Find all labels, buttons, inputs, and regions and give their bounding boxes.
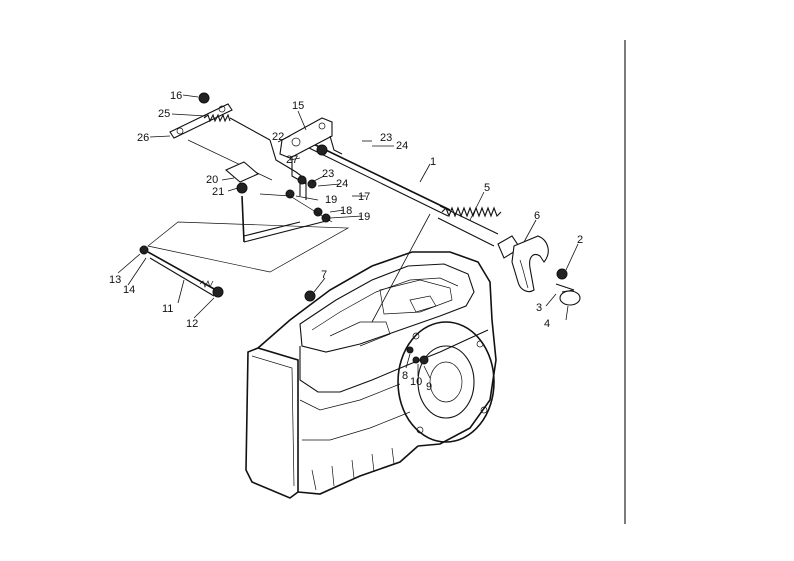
linkage-bracket — [269, 117, 343, 200]
callout-24b: 24 — [336, 178, 348, 190]
transmission-housing — [245, 251, 497, 499]
callout-23a: 23 — [380, 132, 392, 144]
lever-plate — [169, 92, 273, 181]
callout-25: 25 — [158, 108, 170, 120]
callout-19b: 19 — [358, 211, 370, 223]
callout-15: 15 — [292, 100, 304, 112]
callout-27: 27 — [286, 154, 298, 166]
callout-labels: 1 2 3 4 5 6 7 8 9 10 11 12 13 14 15 16 1… — [109, 90, 583, 393]
housing-small-parts — [304, 290, 429, 365]
callout-11: 11 — [162, 303, 173, 315]
shaft-panel — [147, 221, 350, 273]
callout-4: 4 — [544, 318, 550, 330]
callout-8: 8 — [402, 370, 408, 382]
callout-12: 12 — [186, 318, 198, 330]
shift-spring — [437, 205, 502, 247]
callout-26: 26 — [137, 132, 149, 144]
callout-17: 17 — [358, 191, 370, 203]
callout-3: 3 — [536, 302, 542, 314]
shift-shaft — [139, 245, 224, 298]
fork-pin-nut — [555, 268, 581, 306]
leader-lines — [117, 94, 579, 379]
callout-9: 9 — [426, 381, 432, 393]
callout-5: 5 — [484, 182, 490, 194]
callout-22: 22 — [272, 131, 284, 143]
callout-18: 18 — [340, 205, 352, 217]
pivot-arm — [224, 161, 333, 243]
callout-21: 21 — [212, 186, 224, 198]
callout-7: 7 — [321, 269, 327, 281]
callout-16: 16 — [170, 90, 182, 102]
callout-1: 1 — [430, 156, 436, 168]
callout-6: 6 — [534, 210, 540, 222]
shift-fork — [497, 235, 549, 293]
callout-19a: 19 — [325, 194, 337, 206]
callout-14: 14 — [123, 284, 135, 296]
callout-20: 20 — [206, 174, 218, 186]
shift-rod — [304, 139, 451, 323]
callout-23b: 23 — [322, 168, 334, 180]
callout-2: 2 — [577, 234, 583, 246]
callout-10: 10 — [410, 376, 422, 388]
callout-13: 13 — [109, 274, 121, 286]
callout-24a: 24 — [396, 140, 408, 152]
